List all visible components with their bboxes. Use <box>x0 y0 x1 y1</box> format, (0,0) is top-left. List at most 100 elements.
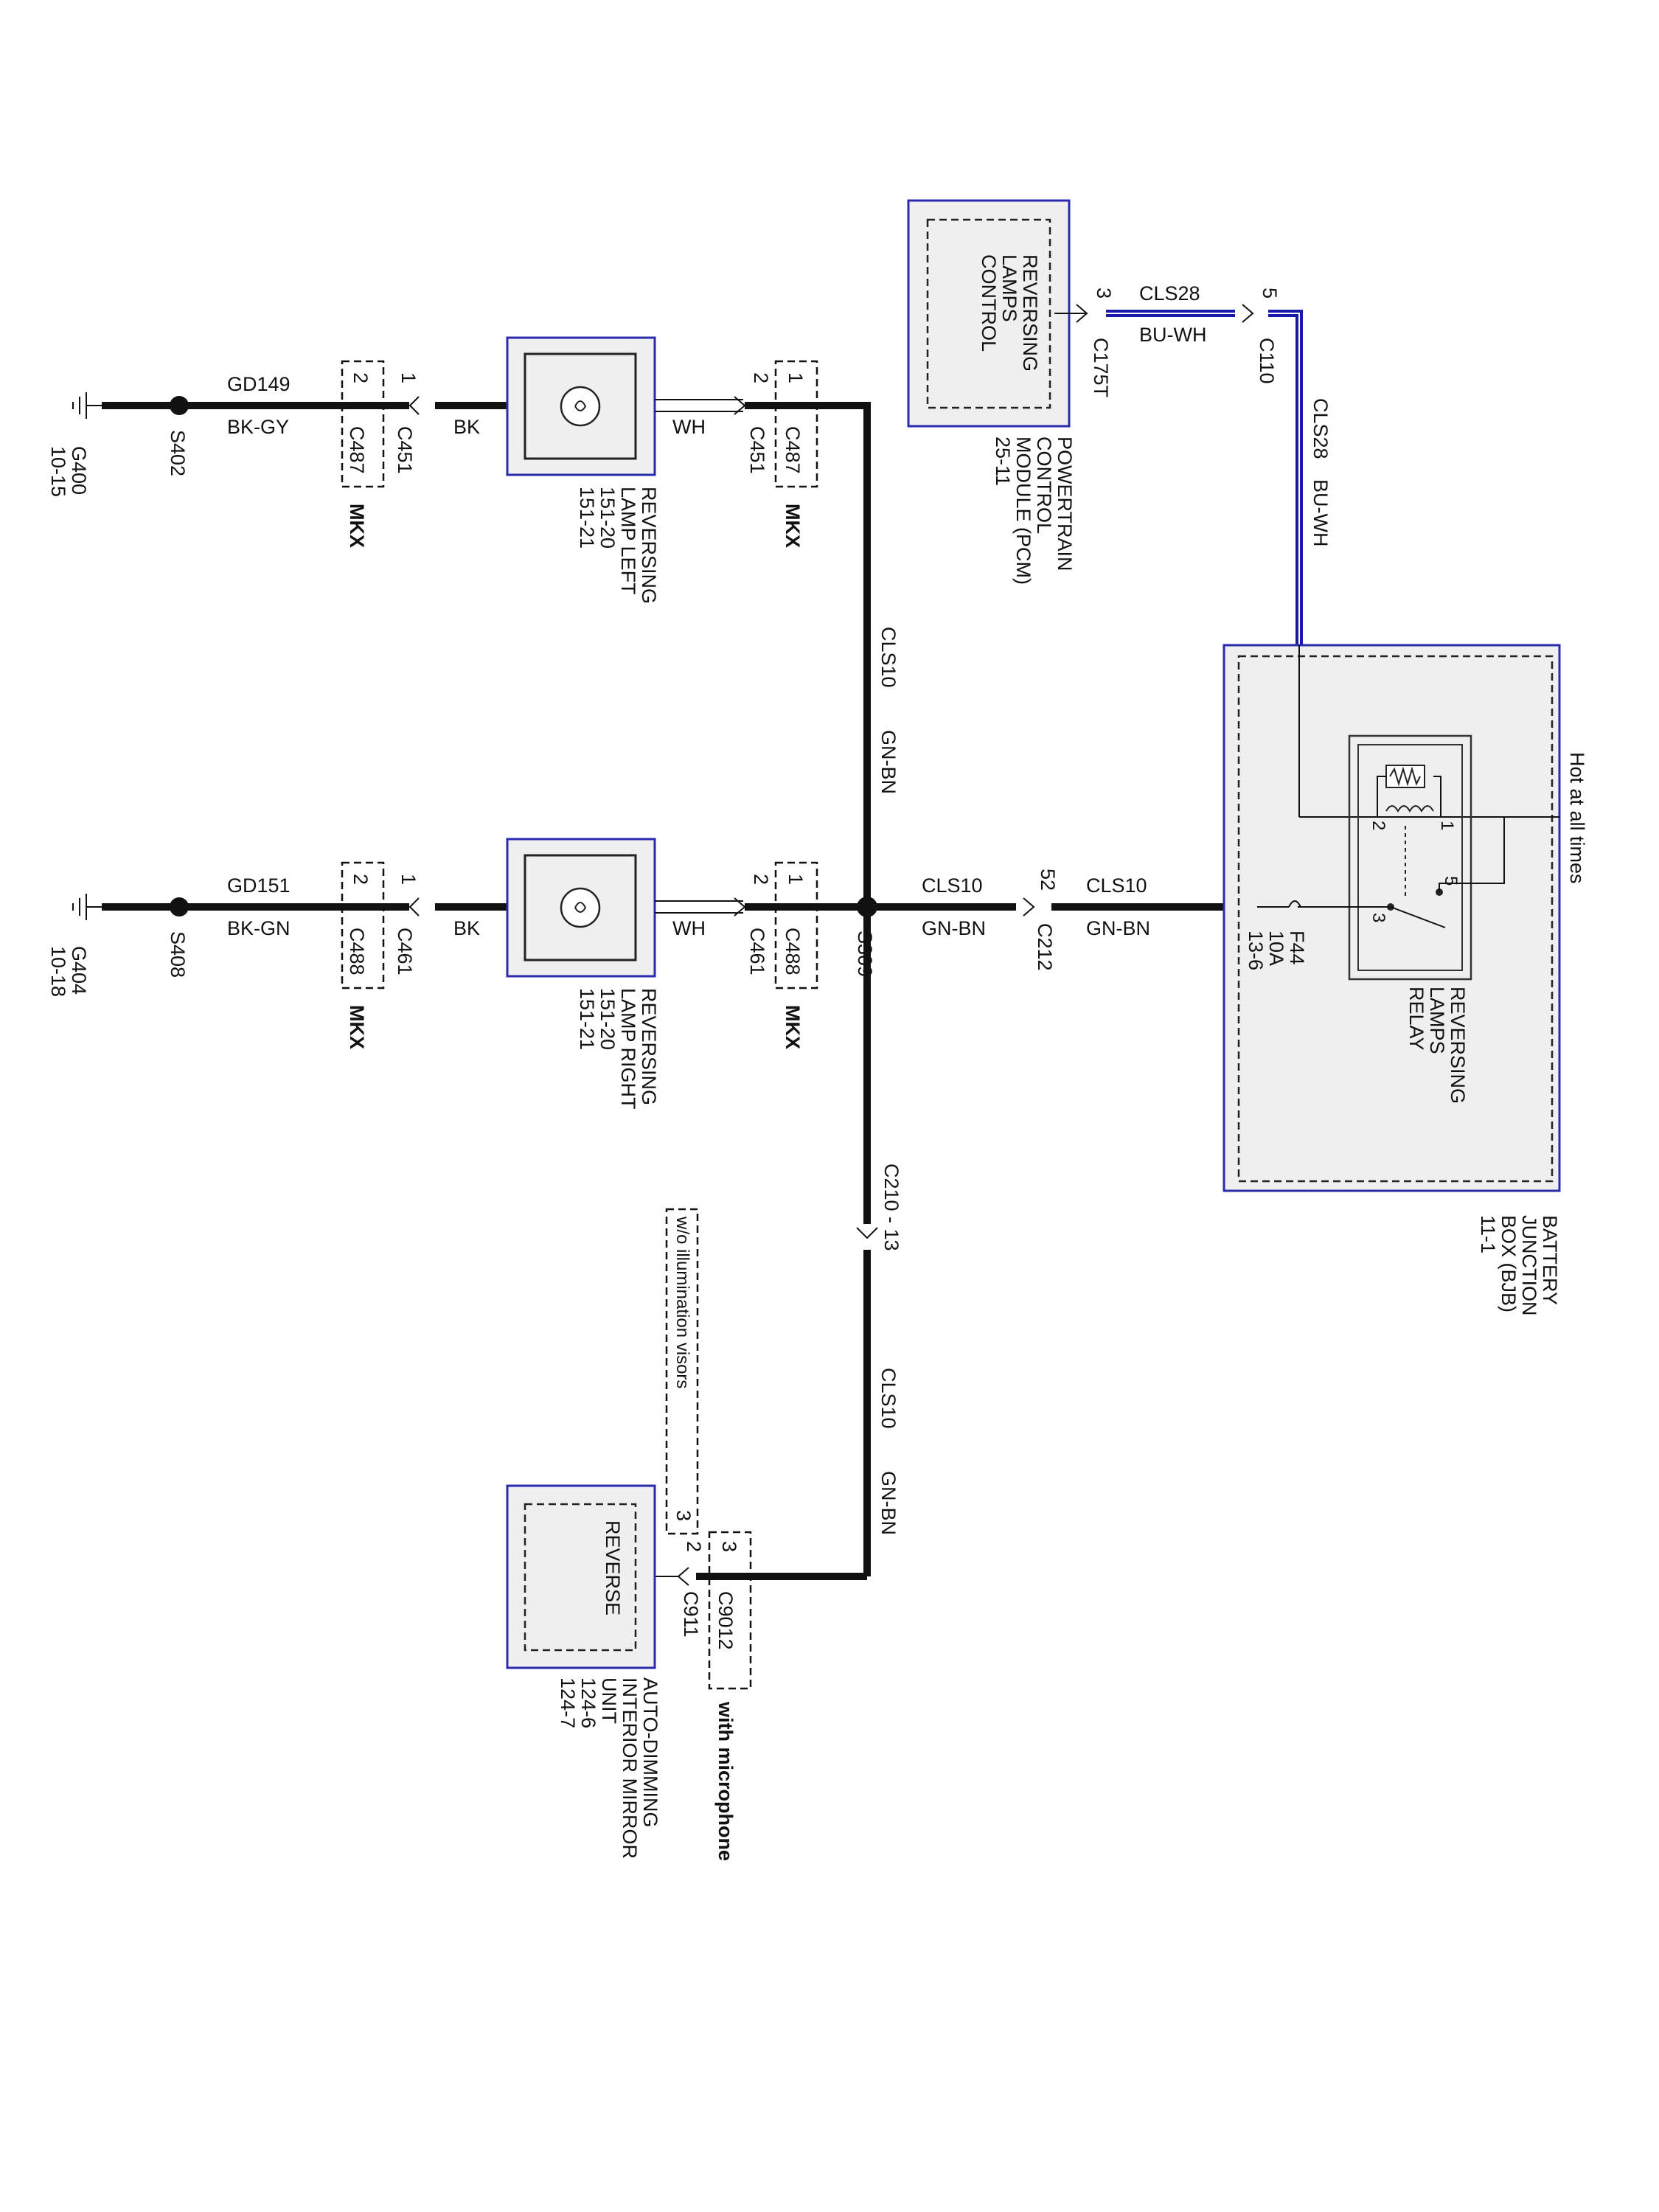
function-label: LAMPS <box>998 254 1020 322</box>
circuit-label: CLS10 <box>877 627 900 688</box>
function-label: REVERSE <box>602 1520 624 1615</box>
component-name: REVERSING <box>638 988 660 1105</box>
ground-symbol-icon <box>72 894 102 920</box>
component-ref: 151-20 <box>597 988 619 1050</box>
component-name: AUTO-DIMMING <box>639 1677 661 1828</box>
pin-number: 3 <box>672 1510 695 1521</box>
component-name: POWERTRAIN <box>1054 437 1076 571</box>
pin-number: 3 <box>1093 288 1115 299</box>
auto-dimming-mirror-unit <box>506 1484 656 1669</box>
component-name: LAMP LEFT <box>617 487 639 595</box>
connector-chevron-icon <box>1242 304 1254 323</box>
connector-chevron-icon <box>408 396 420 415</box>
connector-chevron-icon <box>1076 304 1088 323</box>
component-name: BOX (BJB) <box>1498 1215 1520 1312</box>
ground-ref: 10-18 <box>47 946 69 997</box>
pin-number: 2 <box>1368 821 1388 830</box>
fuse-icon <box>1288 900 1301 908</box>
splice-s402 <box>170 396 189 415</box>
pin-number: 2 <box>750 372 772 383</box>
inline-connector-outline <box>708 1531 752 1690</box>
connector-label: C210 - 13 <box>880 1164 902 1251</box>
connector-label: C487 <box>782 426 804 474</box>
circuit-label: GD151 <box>227 874 291 897</box>
connector-chevron-icon <box>408 897 420 917</box>
pin-number: 2 <box>683 1541 705 1552</box>
pin-number: 2 <box>349 372 372 383</box>
wire-color-label: GN-BN <box>922 917 986 939</box>
fuse-label: F44 <box>1286 931 1308 965</box>
splice-label: S408 <box>167 931 189 978</box>
circuit-label: CLS10 <box>877 1368 900 1429</box>
wire-color-label: GN-BN <box>877 1471 900 1535</box>
fuse-rating: 10A <box>1265 931 1287 966</box>
component-name: MODULE (PCM) <box>1012 437 1034 585</box>
pin-number: 3 <box>718 1541 740 1552</box>
component-name: JUNCTION <box>1518 1215 1540 1316</box>
component-ref: 151-21 <box>576 988 598 1050</box>
ground-label: G404 <box>68 946 90 995</box>
wire-color-label: BU-WH <box>1139 324 1206 346</box>
component-name: BATTERY <box>1539 1215 1561 1305</box>
connector-chevron-icon <box>1023 897 1035 917</box>
component-ref: 151-20 <box>597 487 619 549</box>
lamp-bulb-icon <box>560 887 601 928</box>
connector-label: C488 <box>346 928 368 975</box>
component-name: INTERIOR MIRROR <box>619 1677 641 1859</box>
component-name: REVERSING <box>638 487 660 604</box>
option-label: MKX <box>346 1005 368 1049</box>
powertrain-control-module <box>907 199 1071 428</box>
pin-number: 1 <box>785 372 807 383</box>
ground-label: G400 <box>68 446 90 495</box>
pin-number: 5 <box>1441 876 1461 886</box>
connector-label: C488 <box>782 928 804 975</box>
wire-color-label: BK-GY <box>227 416 289 438</box>
connector-label: C461 <box>746 928 768 975</box>
ground-ref: 10-15 <box>47 446 69 497</box>
inline-connector-outline <box>665 1208 699 1535</box>
splice-s408 <box>170 897 189 917</box>
circuit-label: CLS10 <box>922 874 983 897</box>
component-name: CONTROL <box>1033 437 1055 534</box>
wire-color-label: WH <box>672 416 706 438</box>
component-ref: 124-7 <box>557 1677 579 1728</box>
connector-label: C487 <box>346 426 368 474</box>
option-label: MKX <box>782 1005 804 1049</box>
pin-number: 2 <box>349 874 372 885</box>
connector-label: C9012 <box>714 1591 737 1650</box>
connector-label: C175T <box>1090 338 1112 397</box>
relay-coil-icon <box>1385 805 1434 813</box>
pin-number: 1 <box>1437 821 1457 830</box>
function-label: CONTROL <box>978 254 1000 352</box>
connector-label: C110 <box>1256 338 1278 384</box>
ground-symbol-icon <box>72 392 102 419</box>
reversing-lamps-relay <box>1348 734 1472 981</box>
reversing-lamp-right <box>506 838 656 978</box>
component-ref: 124-6 <box>577 1677 599 1728</box>
connector-chevron-icon <box>856 1227 878 1239</box>
fuse-ref: 13-6 <box>1245 931 1267 970</box>
option-label: MKX <box>782 504 804 548</box>
battery-junction-box <box>1222 644 1561 1192</box>
connector-chevron-icon <box>677 1567 689 1586</box>
wire-color-label: BK <box>453 416 480 438</box>
component-name: LAMP RIGHT <box>617 988 639 1110</box>
wire-color-label: BK-GN <box>227 917 291 939</box>
circuit-label: GD149 <box>227 373 291 395</box>
pin-number: 5 <box>1259 288 1281 299</box>
pin-number: 1 <box>785 874 807 885</box>
circuit-label: CLS28 <box>1310 398 1332 459</box>
pin-number: 1 <box>397 372 420 383</box>
wire-color-label: GN-BN <box>877 730 900 794</box>
function-label: REVERSING <box>1019 254 1041 372</box>
component-ref: 25-11 <box>992 437 1014 486</box>
circuit-label: CLS28 <box>1139 282 1200 305</box>
hot-at-all-times-label: Hot at all times <box>1566 752 1588 884</box>
connector-label: C451 <box>746 426 768 474</box>
connector-label: C461 <box>394 928 416 975</box>
pin-number: 52 <box>1037 869 1059 891</box>
relay-switch-icon <box>1390 906 1446 928</box>
connector-label: C451 <box>394 426 416 474</box>
wire-color-label: GN-BN <box>1086 917 1150 939</box>
pin-number: 2 <box>750 874 772 885</box>
